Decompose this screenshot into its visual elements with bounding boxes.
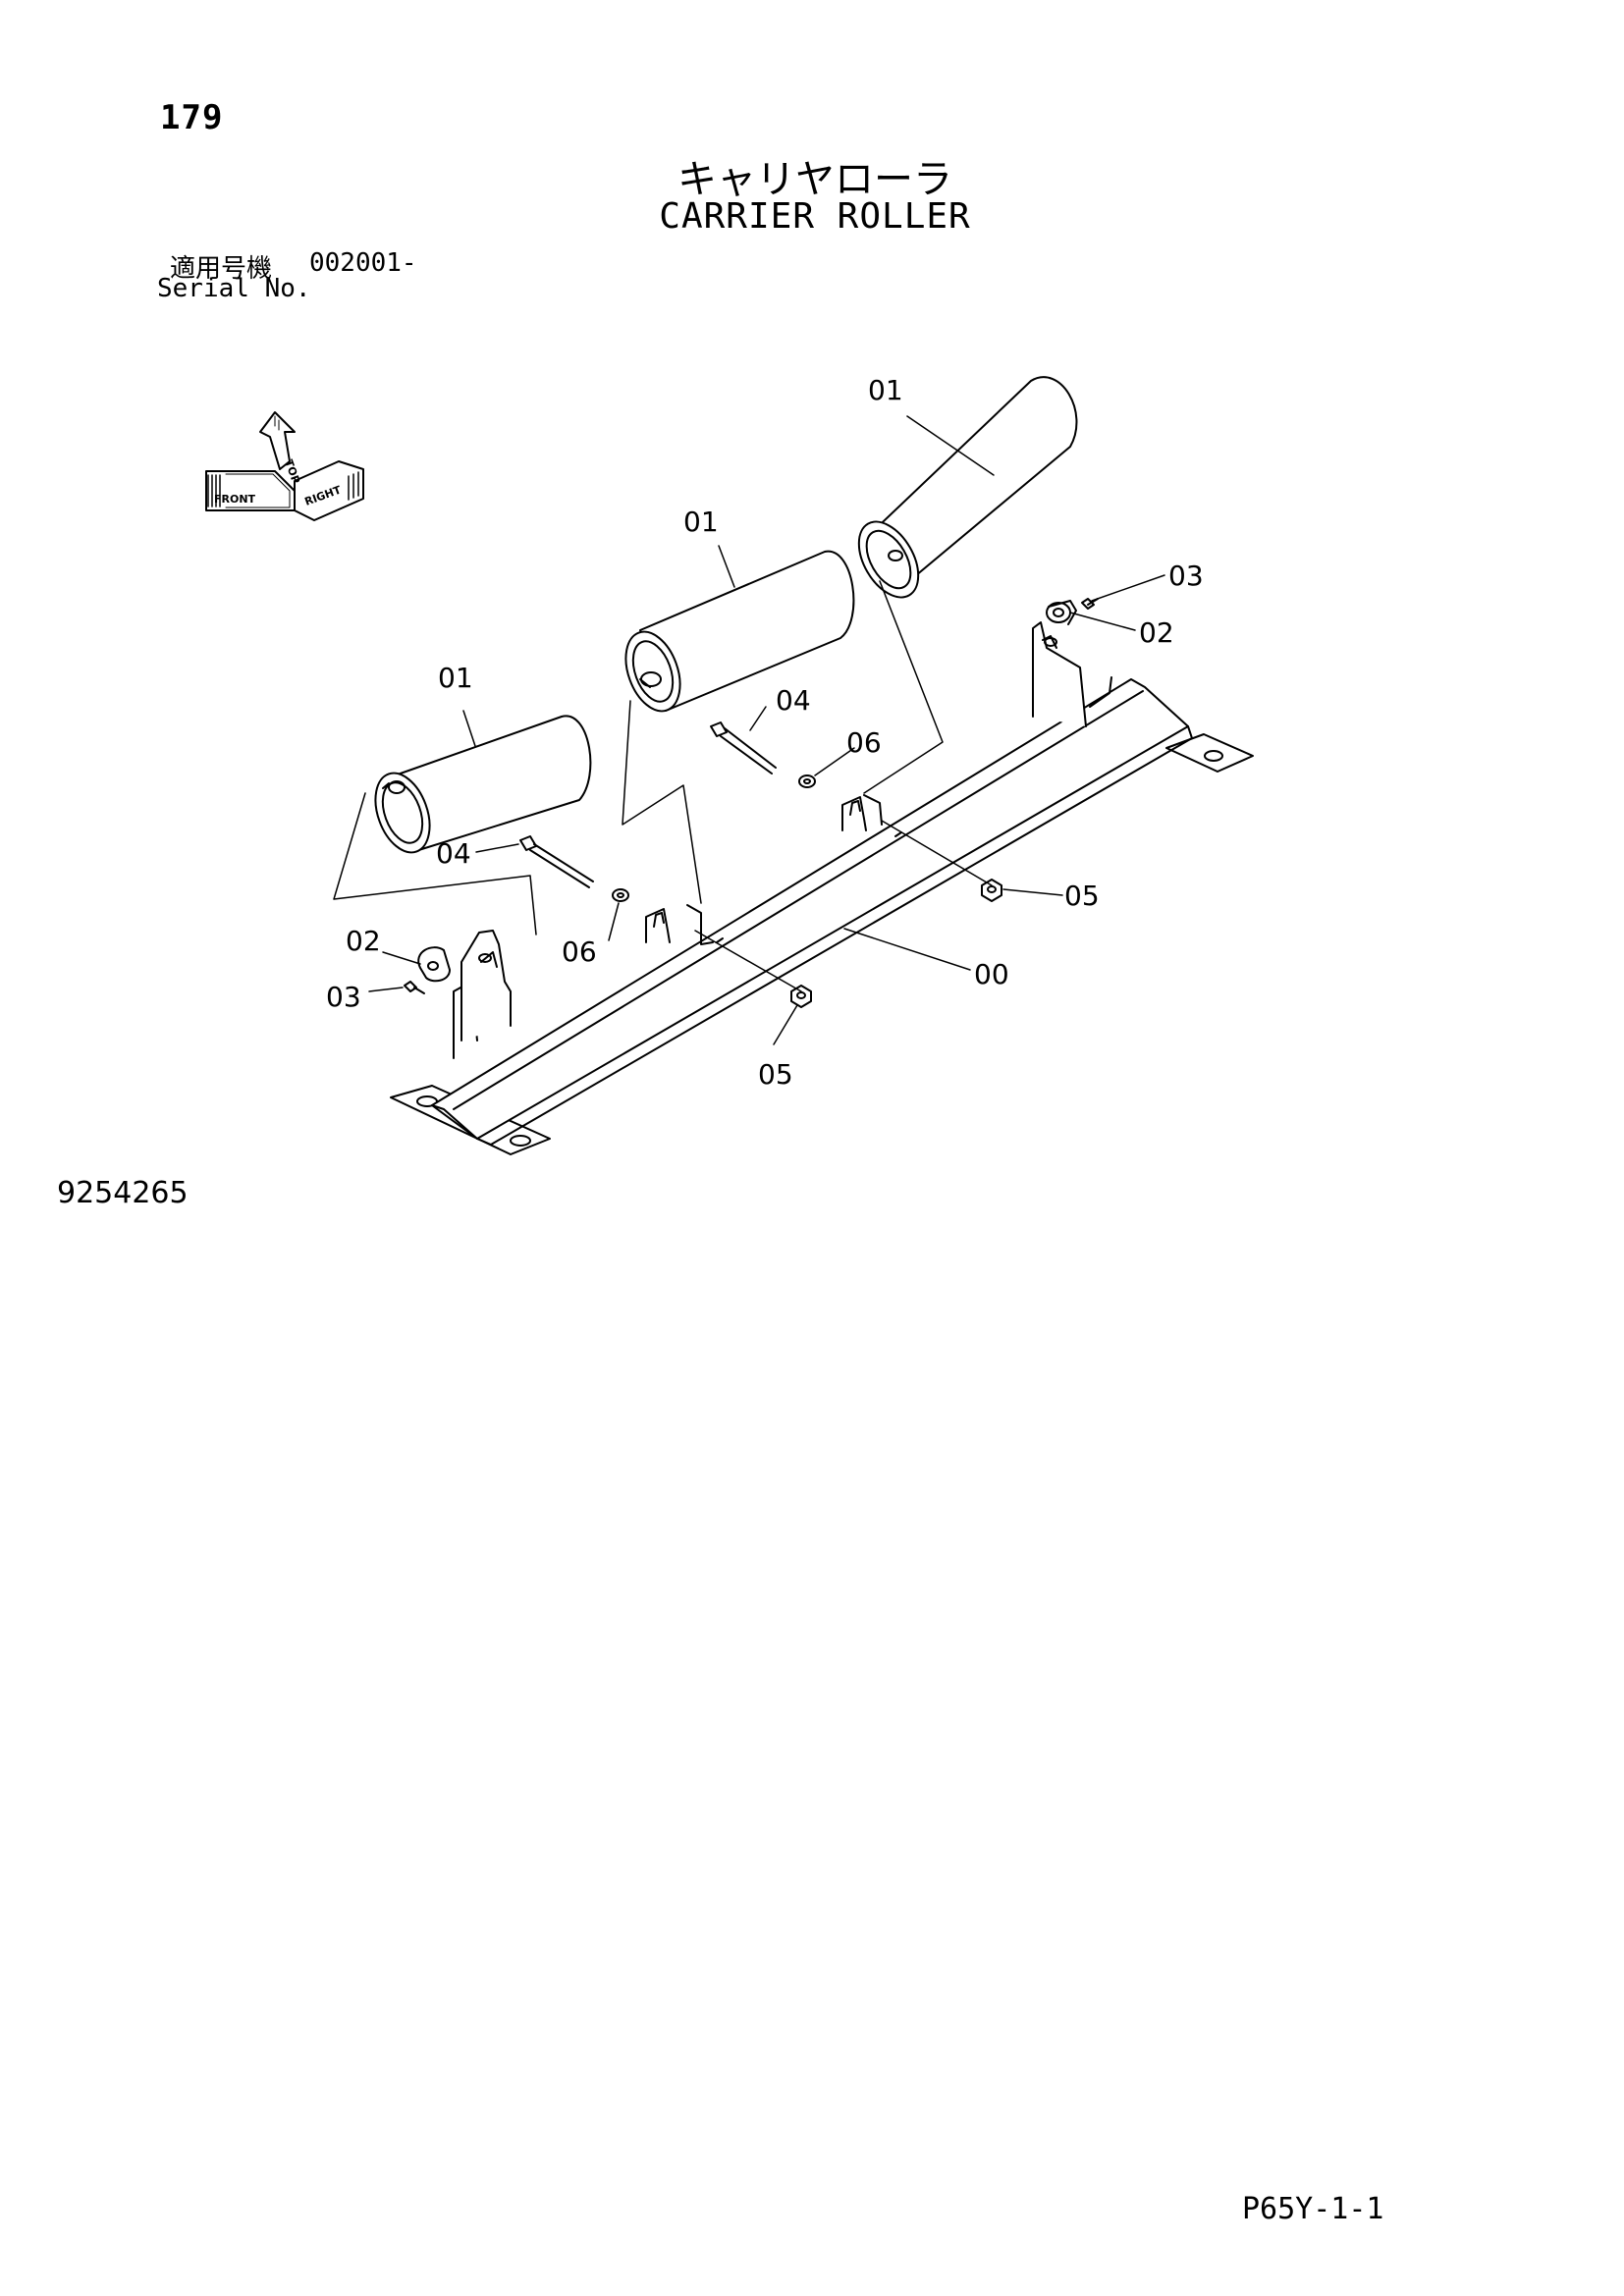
nut-part-05-right [981,879,1002,902]
nut-part-05-left [790,985,812,1008]
callout-labels: 01 01 01 03 02 04 06 04 02 03 06 05 00 0… [326,374,1204,1091]
figure-number: 9254265 [57,1176,189,1210]
bolt-part-04-middle [710,721,777,774]
assembly-guide-lines [333,580,993,992]
callout-washer-middle: 06 [846,726,882,759]
roller-part-01-left [374,715,592,854]
serial-label-japanese: 適用号機 [170,254,273,284]
callout-roller-left: 01 [438,662,473,694]
callout-nut-right: 05 [1064,880,1100,912]
washer-part-06-left [612,888,629,902]
bolt-part-04-left [519,835,594,888]
bolt-part-03-left [404,981,425,994]
frame-part-00 [390,621,1254,1155]
callout-roller-right: 01 [868,374,903,406]
callout-plate-right: 02 [1139,616,1174,649]
plate-part-02-left [417,946,451,983]
roller-part-01-right [857,376,1078,599]
page-code: P65Y-1-1 [1242,2192,1384,2226]
callout-leader-lines [368,415,1165,1045]
callout-small-bolt-right: 03 [1168,560,1204,592]
washer-part-06-middle [798,774,816,788]
serial-value: 002001- [309,248,417,278]
callout-plate-left: 02 [346,925,381,957]
callout-roller-middle: 01 [683,506,719,538]
plate-part-02-right [1046,600,1077,625]
callout-washer-left: 06 [562,935,597,968]
orientation-compass-icon: FRONT RIGHT TOP [205,411,364,521]
callout-long-bolt-left: 04 [436,837,471,870]
callout-small-bolt-left: 03 [326,981,361,1013]
page-number: 179 [160,98,224,137]
callout-long-bolt-middle: 04 [776,684,811,717]
callout-frame: 00 [974,958,1009,990]
serial-label-english: Serial No. [157,274,311,303]
compass-front-label: FRONT [214,493,256,506]
title-english: CARRIER ROLLER [0,196,1624,237]
callout-nut-left: 05 [758,1058,793,1091]
title-japanese-text: キャリヤローラ [677,157,952,202]
title-english-text: CARRIER ROLLER [659,196,971,237]
roller-part-01-middle [624,550,855,713]
title-japanese: キャリヤローラ [0,147,1624,204]
